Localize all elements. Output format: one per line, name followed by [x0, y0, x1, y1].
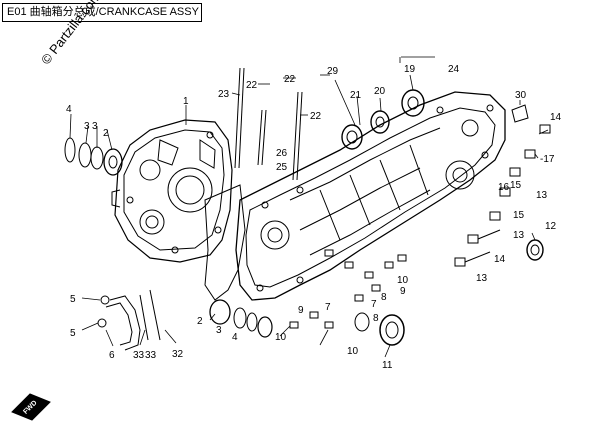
callout-8: 8	[381, 292, 387, 303]
callout-14: 14	[550, 112, 562, 123]
callout-13: 13	[513, 230, 525, 241]
oil-seal-11	[354, 312, 405, 346]
callout-15: 15	[510, 180, 522, 191]
callout-13: 13	[536, 190, 548, 201]
callout-24: 24	[448, 64, 460, 75]
callout-2: 2	[197, 316, 203, 327]
callout-21: 21	[350, 90, 362, 101]
callout-23: 23	[218, 89, 230, 100]
callout-12: 12	[545, 221, 557, 232]
callout-33: 33	[133, 350, 145, 361]
callout-10: 10	[347, 346, 359, 357]
callout-22: 22	[284, 74, 296, 85]
callout-3: 3	[216, 325, 222, 336]
callout-labels: 1 2 3 3 4 23 22 22 22 26 25 29 21 20 19 …	[66, 64, 562, 371]
callout-9: 9	[400, 286, 406, 297]
fwd-arrow-icon	[11, 393, 51, 421]
breather-hose	[97, 289, 161, 351]
callout-10: 10	[275, 332, 287, 343]
callout-11: 11	[382, 360, 393, 371]
right-side-bolts	[454, 124, 551, 267]
cap-30	[511, 104, 529, 123]
callout-29: 29	[327, 66, 339, 77]
callout-30: 30	[515, 90, 527, 101]
left-bearing-stack	[64, 137, 123, 176]
callout-8: 8	[373, 313, 379, 324]
callout-14: 14	[494, 254, 506, 265]
callout-26: 26	[276, 148, 288, 159]
right-crankcase-half	[235, 91, 506, 301]
callout-1: 1	[183, 96, 189, 107]
callout-19: 19	[404, 64, 416, 75]
left-crankcase-half	[111, 119, 233, 263]
callout-32: 32	[172, 349, 184, 360]
callout-33: 33	[145, 350, 157, 361]
callout-6: 6	[109, 350, 115, 361]
callout-22: 22	[310, 111, 322, 122]
page-title: E01 曲轴箱分总成/CRANKCASE ASSY	[2, 3, 202, 22]
seal-12	[526, 239, 544, 261]
callout-2: 2	[103, 128, 109, 139]
crankcase-gasket	[204, 184, 246, 301]
callout-10: 10	[397, 275, 409, 286]
callout-25: 25	[276, 162, 288, 173]
leader-lines	[69, 56, 549, 358]
callout-15: 15	[513, 210, 525, 221]
studs	[234, 67, 303, 181]
callout-7: 7	[371, 299, 377, 310]
callout-16: 16	[498, 182, 510, 193]
callout-4: 4	[66, 104, 72, 115]
callout-20: 20	[374, 86, 386, 97]
callout-3: 3	[84, 121, 90, 132]
callout-5: 5	[70, 294, 76, 305]
callout-9: 9	[298, 305, 304, 316]
callout-4: 4	[232, 332, 238, 343]
callout-3: 3	[92, 121, 98, 132]
callout-5: 5	[70, 328, 76, 339]
callout-22: 22	[246, 80, 258, 91]
callout-7: 7	[325, 302, 331, 313]
bottom-bearing-stack	[209, 299, 273, 338]
bolt-row	[289, 249, 407, 329]
callout-17: -17	[540, 154, 555, 165]
callout-13: 13	[476, 273, 488, 284]
